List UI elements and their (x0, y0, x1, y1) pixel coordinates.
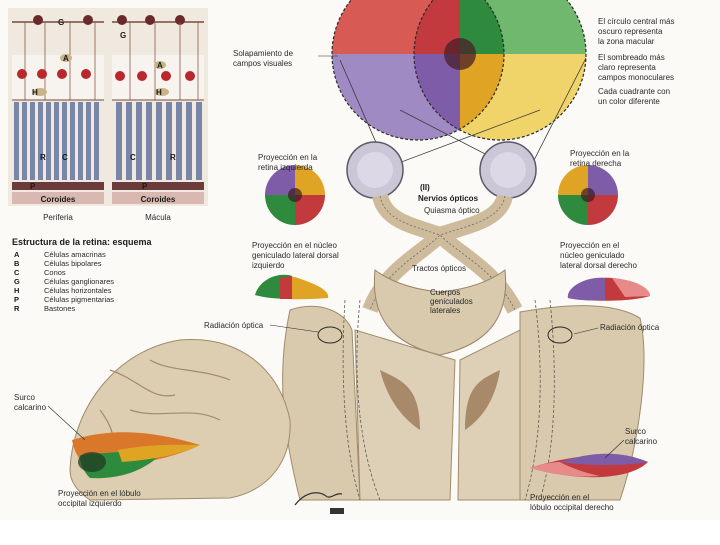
left-retina-projection (265, 165, 325, 225)
occ-left-line2: occipital izquierdo (58, 499, 122, 508)
calcarine-left-line1: Surco (14, 393, 35, 402)
legend-text-p: Células pigmentarias (44, 295, 114, 304)
retina-label-r: R (40, 153, 46, 162)
optic-nerves-label: Nervios ópticos (418, 194, 479, 203)
occ-right-line2: lóbulo occipital derecho (530, 503, 614, 512)
note3-line2: un color diferente (598, 97, 660, 106)
retina-label-r2: R (170, 153, 176, 162)
legend-key-r: R (14, 304, 20, 313)
lgn-right-line1: Proyección en el (560, 241, 619, 250)
occ-right-line1: Proyección en el (530, 493, 589, 502)
legend-text-a: Células amacrinas (44, 250, 106, 259)
retina-label-c: C (62, 153, 68, 162)
proj-right-retina-line2: retina derecha (570, 159, 622, 168)
lgn-right-line3: lateral dorsal derecho (560, 261, 637, 270)
left-eye (346, 141, 404, 199)
artist-signature (294, 492, 344, 514)
retina-label-a: A (63, 54, 69, 63)
bottom-margin (0, 520, 720, 540)
tracts-label: Tractos ópticos (412, 264, 466, 273)
legend-key-h: H (14, 286, 19, 295)
note2-line2: claro representa (598, 63, 656, 72)
retina-legend: Estructura de la retina: esquema A Célul… (12, 237, 153, 313)
note3-line1: Cada cuadrante con (598, 87, 670, 96)
retina-schematic: G G A A H H (8, 8, 208, 222)
overlap-label-line2: campos visuales (233, 59, 292, 68)
lgn-left-projection (255, 274, 329, 300)
brainstem (373, 269, 507, 356)
left-occipital-lobe (69, 339, 291, 501)
calcarine-left-line2: calcarino (14, 403, 47, 412)
lgn-right-projection (567, 277, 650, 301)
calcarine-right-line1: Surco (625, 427, 646, 436)
note1-line2: oscuro representa (598, 27, 663, 36)
retina-label-c2: C (130, 153, 136, 162)
chiasm-label: Quiasma óptico (424, 206, 480, 215)
overlap-label-line1: Solapamiento de (233, 49, 294, 58)
lgn-left-line1: Proyección en el núcleo (252, 241, 337, 250)
retina-label-p: P (30, 182, 36, 191)
retina-label-g2: G (120, 31, 126, 40)
proj-left-retina-line1: Proyección en la (258, 153, 318, 162)
radiation-right-label: Radiación óptica (600, 323, 660, 332)
legend-key-b: B (14, 259, 20, 268)
retina-label-h2: H (156, 88, 162, 97)
legend-key-a: A (14, 250, 20, 259)
right-retina-projection (558, 165, 618, 225)
geniculate-line3: laterales (430, 306, 460, 315)
optic-nerves-num: (II) (420, 183, 430, 192)
legend-text-b: Células bipolares (44, 259, 102, 268)
proj-left-retina-line2: retina izquierda (258, 163, 313, 172)
lgn-left-line3: izquierdo (252, 261, 285, 270)
note1-line3: la zona macular (598, 37, 655, 46)
retina-label-a2: A (157, 61, 163, 70)
cortex-sections (282, 299, 645, 501)
coroides-right-label: Coroides (141, 195, 176, 204)
macula-label: Mácula (145, 213, 171, 222)
retina-label-h: H (32, 88, 38, 97)
right-eye (479, 141, 537, 199)
legend-text-c: Conos (44, 268, 66, 277)
right-occipital-projection (530, 453, 648, 478)
legend-text-h: Células horizontales (44, 286, 112, 295)
legend-title: Estructura de la retina: esquema (12, 237, 153, 247)
legend-key-p: P (14, 295, 19, 304)
proj-right-retina-line1: Proyección en la (570, 149, 630, 158)
legend-text-g: Células ganglionares (44, 277, 114, 286)
note2-line3: campos monoculares (598, 73, 674, 82)
calcarine-right-line2: calcarino (625, 437, 658, 446)
legend-key-c: C (14, 268, 20, 277)
lgn-right-line2: núcleo geniculado (560, 251, 625, 260)
coroides-left-label: Coroides (41, 195, 76, 204)
periferia-label: Periferia (43, 213, 73, 222)
legend-text-r: Bastones (44, 304, 76, 313)
note2-line1: El sombreado más (598, 53, 665, 62)
lgn-left-line2: geniculado lateral dorsal (252, 251, 339, 260)
note1-line1: El círculo central más (598, 17, 674, 26)
geniculate-line2: geniculados (430, 297, 473, 306)
retina-label-g: G (58, 18, 64, 27)
radiation-left-label: Radiación óptica (204, 321, 264, 330)
occ-left-line1: Proyección en el lóbulo (58, 489, 141, 498)
legend-key-g: G (14, 277, 20, 286)
geniculate-line1: Cuerpos (430, 288, 460, 297)
retina-label-p2: P (142, 182, 148, 191)
field-notes: El círculo central más oscuro representa… (598, 17, 674, 106)
